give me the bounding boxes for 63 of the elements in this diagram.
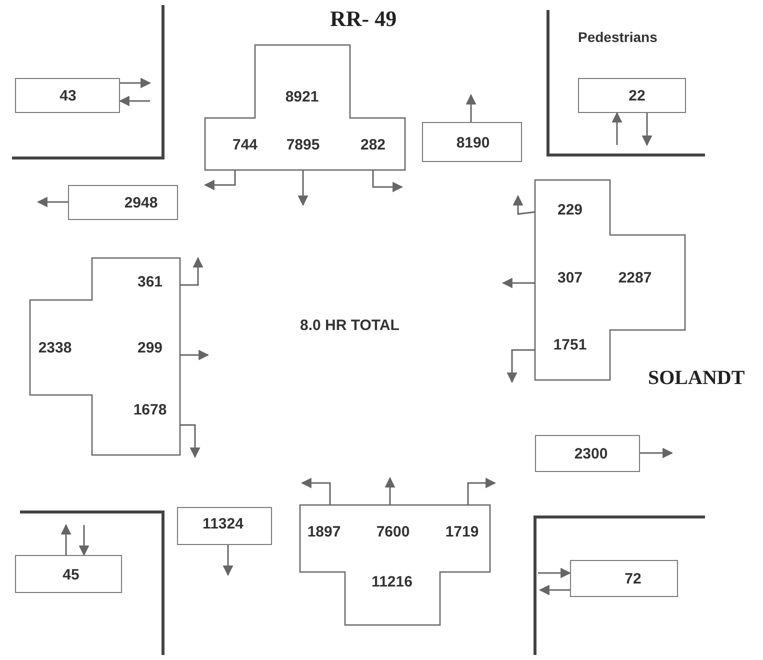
count-value: 361 <box>137 274 163 290</box>
count-value: 45 <box>62 568 80 582</box>
arrow <box>502 278 535 288</box>
count-box <box>535 435 640 472</box>
count-box <box>15 78 120 113</box>
count-value: 8190 <box>456 136 490 150</box>
count-box <box>177 507 272 545</box>
arrow <box>222 545 234 576</box>
count-value: 307 <box>557 270 583 286</box>
arrow <box>298 170 308 206</box>
arrow <box>180 256 204 286</box>
count-value: 11216 <box>372 574 412 590</box>
arrow <box>538 584 570 596</box>
arrow <box>466 94 476 122</box>
count-value: 1751 <box>553 338 587 352</box>
arrow <box>642 113 652 146</box>
count-box <box>578 78 686 113</box>
arrow <box>512 194 536 215</box>
count-box <box>68 185 178 220</box>
count-value: 299 <box>137 340 163 356</box>
count-value: 8921 <box>285 90 319 104</box>
arrow <box>120 78 152 88</box>
count-value: 7600 <box>376 524 410 540</box>
count-value: 72 <box>624 572 642 586</box>
count-box <box>30 258 180 455</box>
count-value: 2338 <box>38 340 72 356</box>
count-box <box>300 505 490 625</box>
count-value: 7895 <box>286 138 320 152</box>
road-name: SOLANDT <box>648 368 745 388</box>
count-box <box>422 122 522 162</box>
total-period-label: 8.0 HR TOTAL <box>300 318 400 333</box>
count-value: 282 <box>360 138 386 152</box>
count-value: 1678 <box>133 402 167 418</box>
road-name: RR- 49 <box>330 8 397 30</box>
count-box <box>15 555 122 593</box>
arrow <box>612 112 622 145</box>
arrow <box>467 478 496 505</box>
count-value: 22 <box>628 88 646 104</box>
count-value: 1719 <box>445 524 479 540</box>
arrow <box>538 568 572 578</box>
count-value: 1897 <box>307 524 341 540</box>
count-value: 229 <box>557 202 583 218</box>
count-value: 2287 <box>618 270 652 286</box>
count-value: 43 <box>60 88 76 104</box>
arrow <box>640 448 674 458</box>
count-value: 11324 <box>202 516 244 532</box>
arrow <box>78 525 90 556</box>
arrow <box>180 350 210 360</box>
arrow <box>372 170 404 192</box>
count-box <box>205 45 405 170</box>
count-value: 744 <box>232 138 258 152</box>
arrow <box>300 478 331 505</box>
arrow <box>118 96 150 106</box>
arrow <box>506 349 535 384</box>
arrow <box>384 476 396 505</box>
arrow <box>36 196 68 208</box>
arrow <box>180 424 200 458</box>
count-value: 2300 <box>574 446 608 462</box>
arrow <box>60 524 72 555</box>
count-value: 2948 <box>124 196 158 210</box>
heading: Pedestrians <box>578 30 658 44</box>
count-box <box>570 560 678 597</box>
arrow <box>204 170 236 190</box>
